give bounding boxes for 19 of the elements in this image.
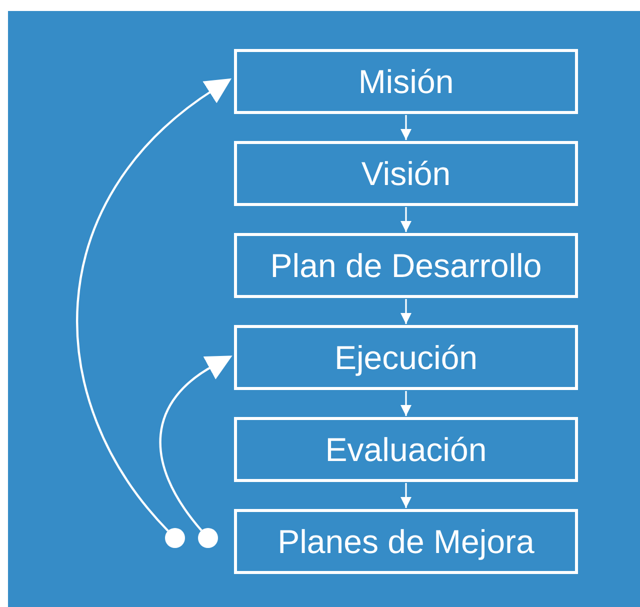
process-box [234,325,578,390]
box-label: Planes de Mejora [278,525,534,558]
box-label: Plan de Desarrollo [270,249,542,282]
process-box [234,509,578,574]
process-box [234,141,578,206]
arrow [400,115,412,140]
box-label: Misión [358,65,454,98]
arrow [400,299,412,324]
box-label: Visión [361,157,451,190]
process-box [234,233,578,298]
box-label: Evaluación [325,433,487,466]
process-box [234,417,578,482]
curved-arrow [160,354,232,532]
arrow [400,391,412,416]
arrow [400,483,412,508]
curved-arrow [76,77,231,532]
arrow [400,207,412,232]
box-label: Ejecución [334,341,478,374]
process-box [234,49,578,114]
